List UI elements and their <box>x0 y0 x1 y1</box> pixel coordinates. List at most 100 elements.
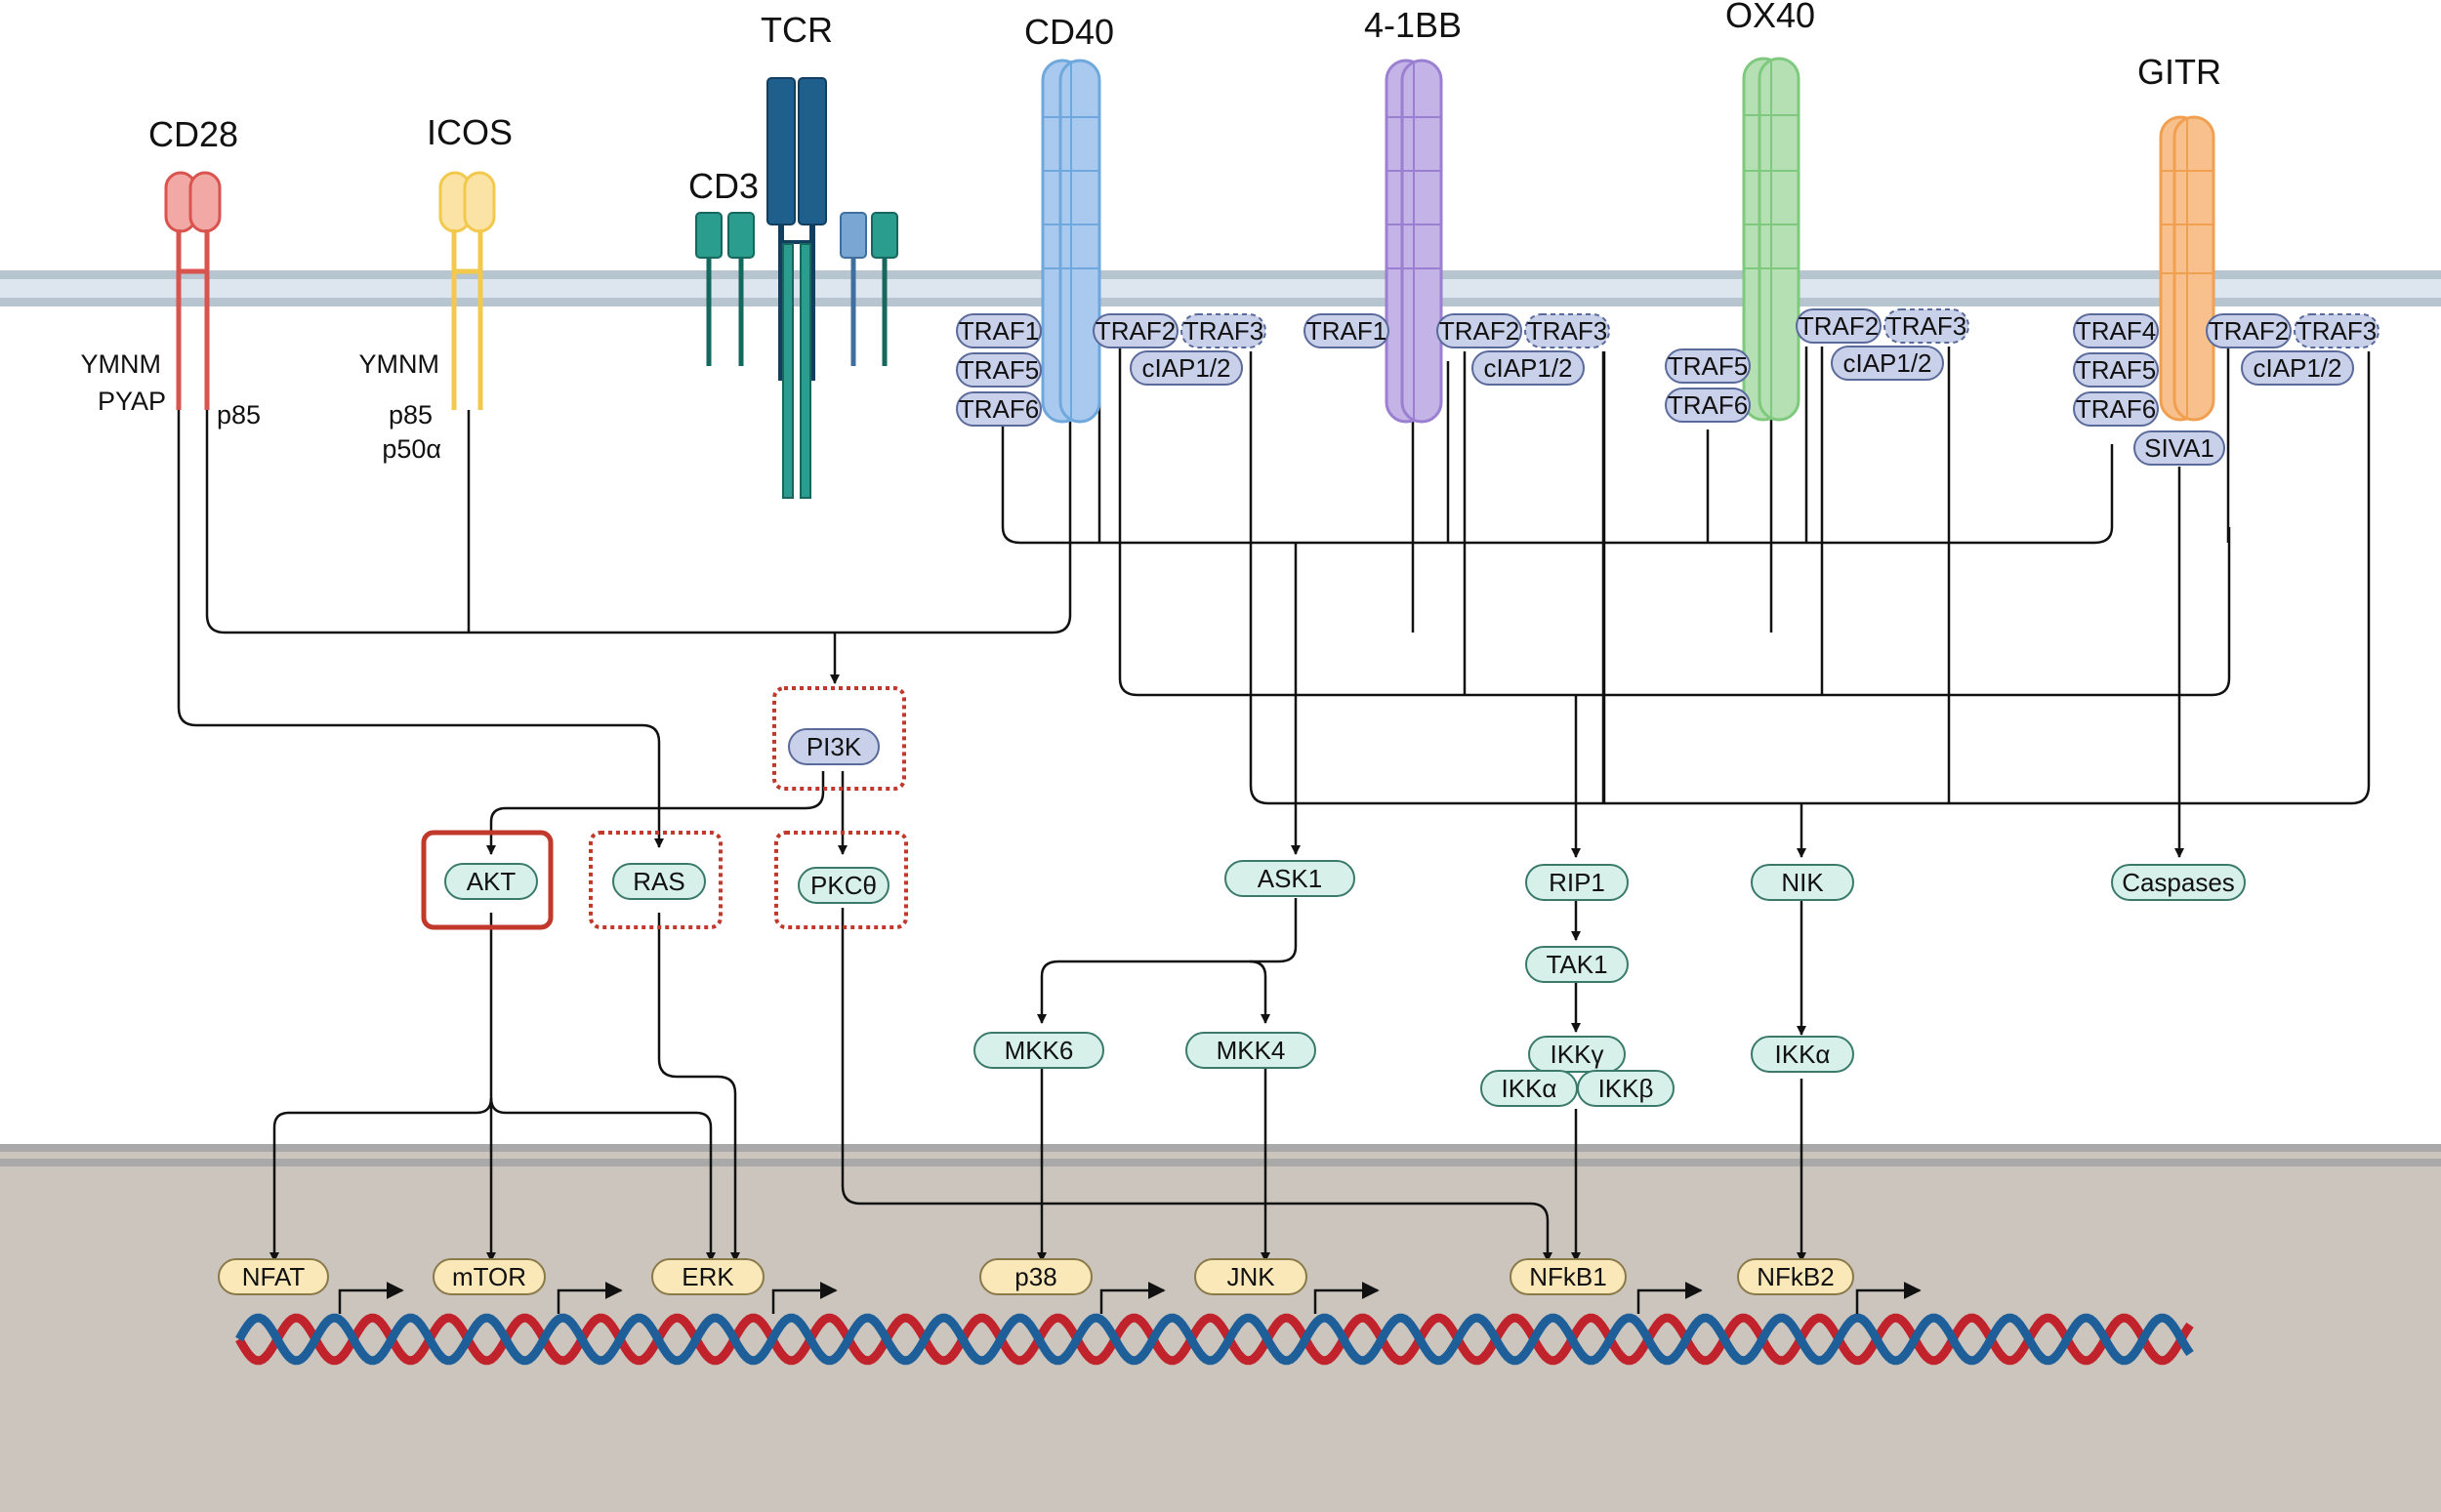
ox40-traf5: TRAF5 <box>1665 348 1751 384</box>
svg-text:TRAF2: TRAF2 <box>1096 316 1176 346</box>
svg-text:SIVA1: SIVA1 <box>2144 433 2214 463</box>
signaling-lines <box>177 347 2371 1262</box>
4-1bb-traf3: TRAF3 <box>1524 313 1610 348</box>
icos-p85-label: p85 <box>389 400 433 429</box>
svg-text:ERK: ERK <box>682 1262 734 1291</box>
ikkg-node: IKKγ <box>1528 1036 1626 1073</box>
ikka-node-rip: IKKα <box>1480 1070 1578 1107</box>
nfkb2-target: NFkB2 <box>1737 1258 1854 1295</box>
p38-target: p38 <box>979 1258 1093 1295</box>
icos-receptor: ICOS <box>427 112 513 410</box>
svg-text:TRAF4: TRAF4 <box>2076 316 2156 346</box>
akt-highlight-box <box>421 830 554 930</box>
svg-text:IKKγ: IKKγ <box>1551 1040 1604 1069</box>
cd28-pyap-label: PYAP <box>98 387 166 416</box>
svg-text:PI3K: PI3K <box>807 732 862 761</box>
svg-text:TRAF6: TRAF6 <box>2076 394 2156 424</box>
cd40-ciap: cIAP1/2 <box>1130 350 1243 386</box>
4-1bb-label: 4-1BB <box>1364 5 1462 45</box>
plasma-membrane <box>0 270 2441 306</box>
svg-text:TRAF5: TRAF5 <box>1668 351 1748 381</box>
nfkb1-target: NFkB1 <box>1510 1258 1627 1295</box>
svg-text:TRAF6: TRAF6 <box>1668 390 1748 420</box>
ox40-traf6: TRAF6 <box>1665 388 1751 423</box>
ox40-ciap: cIAP1/2 <box>1831 346 1944 381</box>
4-1bb-receptor: 4-1BB <box>1364 5 1462 424</box>
svg-text:IKKα: IKKα <box>1502 1074 1557 1103</box>
adaptor-group-4-1bb: TRAF1 TRAF2 TRAF3 cIAP1/2 <box>1303 313 1610 386</box>
mkk4-node: MKK4 <box>1185 1032 1316 1069</box>
svg-text:RAS: RAS <box>633 867 684 896</box>
pi3k-node: PI3K <box>788 728 880 765</box>
erk-target: ERK <box>651 1258 765 1295</box>
gitr-ciap: cIAP1/2 <box>2241 350 2354 386</box>
adaptor-group-cd40: TRAF1 TRAF5 TRAF6 TRAF2 TRAF3 cIAP1/2 <box>956 313 1266 427</box>
svg-text:TRAF5: TRAF5 <box>959 355 1039 385</box>
svg-text:mTOR: mTOR <box>452 1262 526 1291</box>
svg-text:p38: p38 <box>1014 1262 1056 1291</box>
highlight-boxes <box>421 686 908 930</box>
svg-text:TRAF6: TRAF6 <box>959 394 1039 424</box>
mkk6-node: MKK6 <box>973 1032 1104 1069</box>
ox40-receptor: OX40 <box>1725 0 1815 422</box>
gitr-traf2: TRAF2 <box>2206 313 2292 348</box>
4-1bb-traf1: TRAF1 <box>1303 313 1389 348</box>
gitr-traf6: TRAF6 <box>2073 391 2159 427</box>
adaptor-group-ox40: TRAF5 TRAF6 TRAF2 TRAF3 cIAP1/2 <box>1665 308 1969 423</box>
tcr-label: TCR <box>761 10 833 50</box>
mtor-target: mTOR <box>433 1258 546 1295</box>
pi3k-highlight-box <box>772 686 906 791</box>
svg-text:cIAP1/2: cIAP1/2 <box>1842 348 1931 378</box>
pkc-node: PKCθ <box>798 867 890 904</box>
svg-text:TRAF2: TRAF2 <box>1439 316 1519 346</box>
cd40-label: CD40 <box>1024 12 1114 52</box>
svg-text:TRAF2: TRAF2 <box>2209 316 2289 346</box>
cd28-receptor: CD28 <box>148 114 238 410</box>
icos-ymnm-label: YMNM <box>359 349 440 379</box>
cd40-traf6: TRAF6 <box>956 391 1042 427</box>
svg-text:TRAF5: TRAF5 <box>2076 355 2156 385</box>
ox40-traf2: TRAF2 <box>1796 308 1882 344</box>
gitr-traf3: TRAF3 <box>2294 313 2379 348</box>
cd40-receptor: CD40 <box>1024 12 1114 424</box>
ikkb-node: IKKβ <box>1577 1070 1675 1107</box>
svg-text:Caspases: Caspases <box>2122 868 2235 897</box>
jnk-target: JNK <box>1194 1258 1307 1295</box>
cd28-ymnm-label: YMNM <box>81 349 162 379</box>
cd40-traf3: TRAF3 <box>1180 313 1266 348</box>
cd40-traf5: TRAF5 <box>956 352 1042 388</box>
adaptor-group-gitr: TRAF4 TRAF5 TRAF6 SIVA1 TRAF2 TRAF3 cIAP… <box>2073 313 2379 466</box>
svg-text:RIP1: RIP1 <box>1549 868 1605 897</box>
ikka-node-nik: IKKα <box>1751 1036 1854 1073</box>
svg-text:TRAF1: TRAF1 <box>959 316 1039 346</box>
transcription-arrows <box>338 1282 1922 1314</box>
svg-text:TRAF1: TRAF1 <box>1306 316 1386 346</box>
tcr-complex: TCR CD3 <box>688 10 898 499</box>
svg-text:TRAF3: TRAF3 <box>1183 316 1263 346</box>
gitr-traf5: TRAF5 <box>2073 352 2159 388</box>
svg-text:cIAP1/2: cIAP1/2 <box>1141 353 1230 383</box>
ox40-traf3: TRAF3 <box>1883 308 1969 344</box>
svg-text:MKK6: MKK6 <box>1005 1036 1074 1065</box>
svg-text:PKCθ: PKCθ <box>810 871 877 900</box>
svg-text:NFAT: NFAT <box>242 1262 306 1291</box>
dna-helix <box>235 1313 2194 1366</box>
cd28-p85-label: p85 <box>217 400 261 429</box>
ox40-label: OX40 <box>1725 0 1815 35</box>
cd28-label: CD28 <box>148 114 238 154</box>
ask1-node: ASK1 <box>1224 860 1355 897</box>
gitr-receptor: GITR <box>2137 52 2221 422</box>
tak1-node: TAK1 <box>1525 946 1629 983</box>
ras-node: RAS <box>612 863 706 900</box>
rip1-node: RIP1 <box>1525 864 1629 901</box>
svg-text:cIAP1/2: cIAP1/2 <box>1483 353 1572 383</box>
svg-text:TRAF2: TRAF2 <box>1799 311 1879 341</box>
svg-text:TRAF3: TRAF3 <box>1527 316 1607 346</box>
svg-text:NFkB1: NFkB1 <box>1529 1262 1606 1291</box>
svg-text:MKK4: MKK4 <box>1217 1036 1286 1065</box>
svg-text:IKKα: IKKα <box>1775 1040 1831 1069</box>
svg-text:NIK: NIK <box>1781 868 1824 897</box>
svg-text:cIAP1/2: cIAP1/2 <box>2253 353 2341 383</box>
4-1bb-traf2: TRAF2 <box>1436 313 1522 348</box>
